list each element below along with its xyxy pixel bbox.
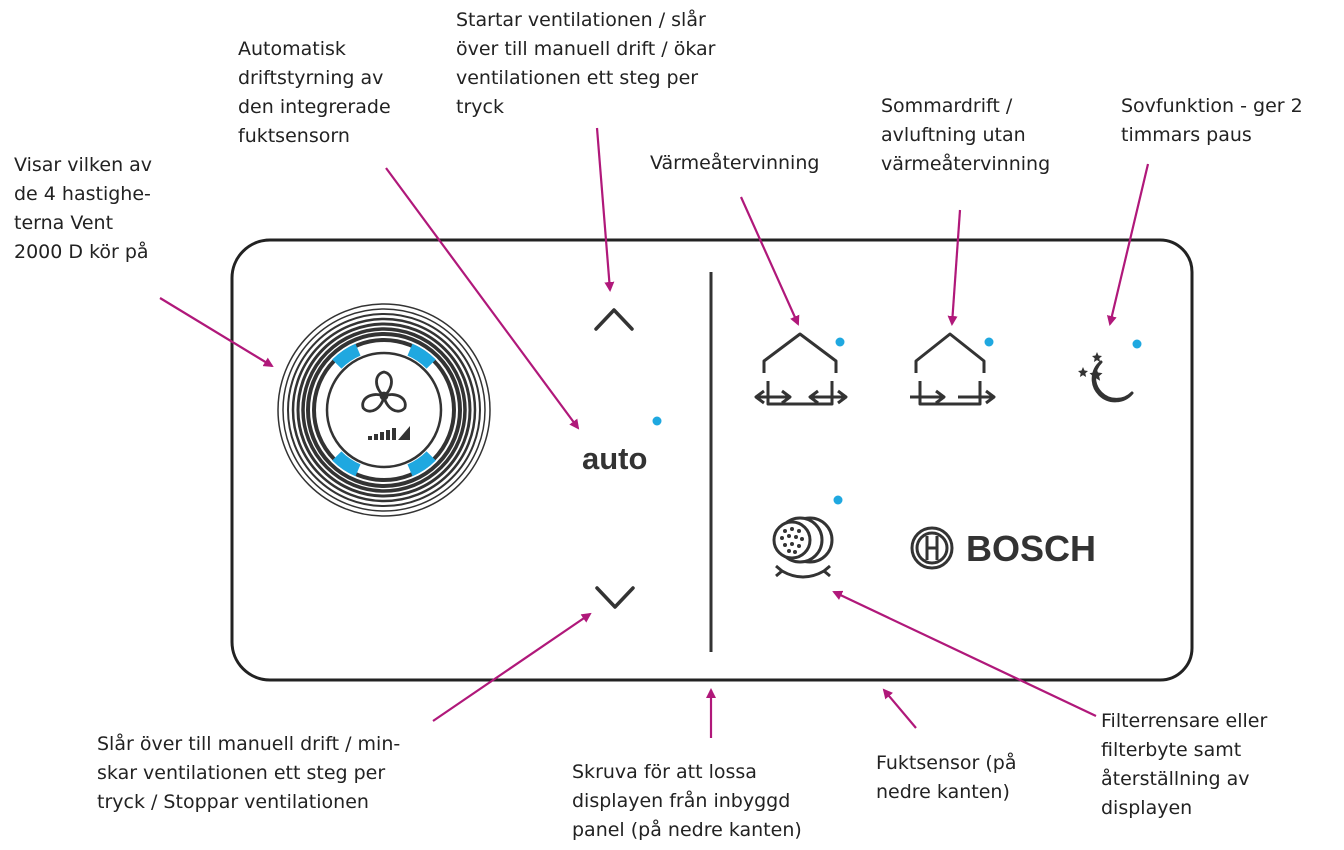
arrow-filter [832,590,1097,717]
brand-name: BOSCH [966,528,1096,569]
label-humidity-sensor: Fuktsensor (på nedre kanten) [876,752,1017,803]
up-button[interactable] [594,308,634,331]
heat-recovery-indicator-dot [835,337,845,347]
arrow-summer-mode [947,209,962,326]
label-auto: Automatisk driftstyrning av den integrer… [238,38,391,147]
label-screw: Skruva för att lossa displayen från inby… [572,761,802,841]
label-speeds: Visar vilken av de 4 hastighe- terna Ven… [14,154,153,263]
fan-speed-dial[interactable] [277,303,491,517]
speed-indicator-segments [332,343,436,477]
fan-icon [361,370,407,413]
sleep-button[interactable] [1078,339,1142,403]
callout-arrows [159,127,1150,738]
arrow-sleep [1106,163,1150,326]
arrow-up-button [595,127,615,292]
auto-button[interactable]: auto [582,416,662,477]
bosch-brand: BOSCH [910,526,1096,570]
label-filter: Filterrensare eller filterbyte samt åter… [1101,710,1268,819]
auto-button-label: auto [582,441,647,476]
sleep-icon [1078,352,1134,403]
arrow-speeds [159,297,274,368]
arrow-heat-recovery [739,196,800,326]
speed-bars-icon [368,426,410,440]
label-heat-recovery: Värmeåtervinning [650,152,820,174]
label-summer-mode: Sommardrift / avluftning utan värmeåterv… [881,95,1051,175]
sleep-indicator-dot [1132,339,1142,349]
label-sleep: Sovfunktion - ger 2 timmars paus [1121,95,1303,146]
heat-recovery-button[interactable] [754,332,848,406]
arrow-down-button [432,612,592,722]
arrow-auto [385,167,580,430]
down-button[interactable] [595,586,635,609]
label-down-button: Slår över till manuell drift / min- skar… [97,733,401,813]
filter-icon [772,516,834,579]
chevron-up-icon [594,308,634,331]
summer-mode-button[interactable] [910,332,996,406]
filter-indicator-dot [833,495,843,505]
filter-button[interactable] [772,495,843,579]
chevron-down-icon [595,586,635,609]
label-up-button: Startar ventilationen / slår över till m… [456,9,716,118]
arrow-humidity-sensor [882,688,917,729]
auto-indicator-dot [652,416,662,426]
heat-recovery-icon [754,332,848,406]
bosch-logo-icon [910,526,954,570]
summer-mode-indicator-dot [984,337,994,347]
summer-mode-icon [910,332,996,406]
